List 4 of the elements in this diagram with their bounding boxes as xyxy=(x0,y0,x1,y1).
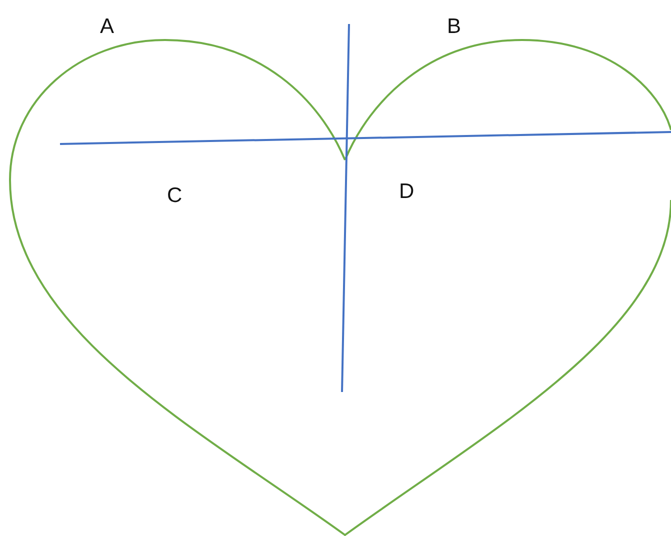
region-label: A xyxy=(100,16,114,37)
region-label: C xyxy=(167,185,182,206)
region-label: D xyxy=(399,181,414,202)
region-label: B xyxy=(447,16,462,37)
